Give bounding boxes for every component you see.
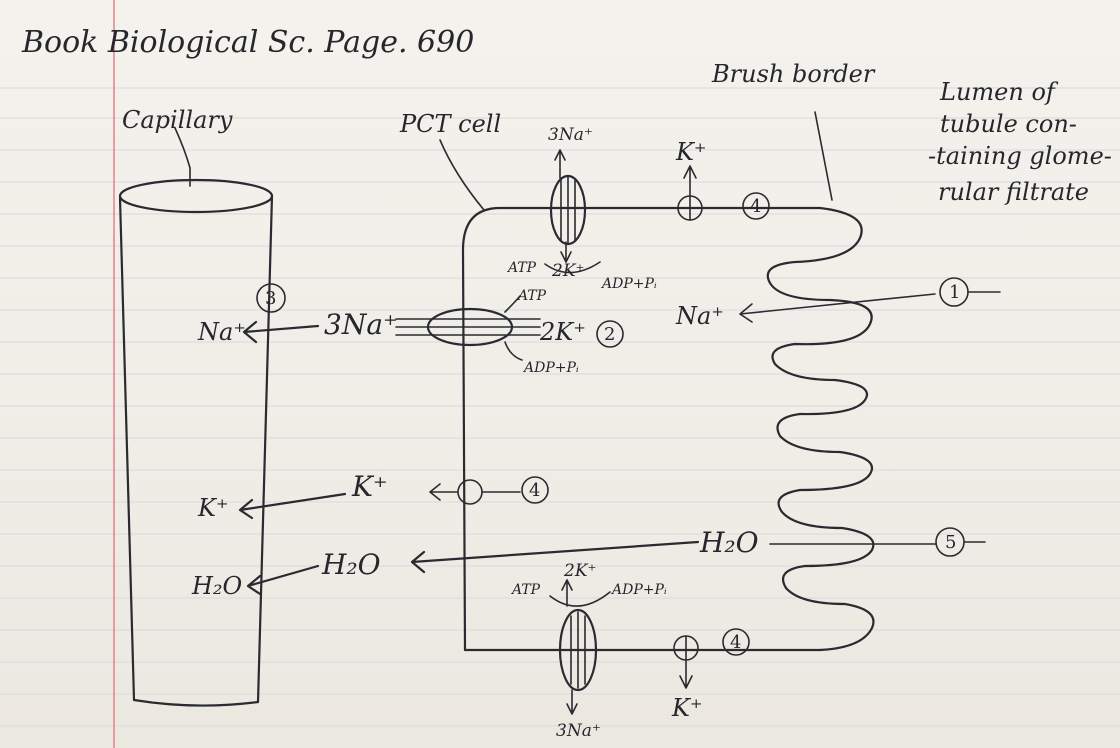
- lumen-h2o-label: H₂O: [699, 526, 759, 559]
- pump-atp-label: ATP: [516, 288, 547, 304]
- h2o-to-capillary-arrow: [248, 566, 318, 594]
- lumen-na-label: Na⁺: [675, 302, 724, 330]
- top-adp-label: ADP+Pᵢ: [600, 276, 657, 292]
- marker-2: 2: [604, 324, 615, 345]
- top-k-channel: [678, 166, 702, 220]
- marker-3: 3: [265, 288, 276, 309]
- capillary-na-label: Na⁺: [197, 318, 246, 346]
- marker-4-top: 4: [750, 196, 761, 217]
- bot-2k-label: 2K⁺: [563, 561, 597, 581]
- page-header: Book Biological Sc. Page. 690: [21, 25, 474, 60]
- bot-3na-label: 3Na⁺: [556, 721, 601, 741]
- pump-2k-label: 2K⁺: [539, 318, 586, 346]
- capillary-k-label: K⁺: [197, 494, 229, 522]
- brush-border-villi: [768, 208, 874, 650]
- mid-k-label: K⁺: [351, 470, 388, 503]
- bot-k-label: K⁺: [671, 694, 703, 722]
- marker-4-mid: 4: [529, 480, 540, 501]
- capillary: [120, 128, 272, 706]
- na-to-capillary-arrow: [244, 322, 318, 342]
- h2o-through-cell-arrow: [412, 542, 698, 572]
- capillary-label: Capillary: [122, 106, 233, 134]
- top-3na-label: 3Na⁺: [548, 125, 593, 145]
- svg-text:tubule con-: tubule con-: [940, 110, 1077, 138]
- brush-border-label: Brush border: [711, 60, 876, 88]
- top-k-label: K⁺: [675, 138, 707, 166]
- pump-adp-label: ADP+Pᵢ: [522, 360, 579, 376]
- mid-h2o-label: H₂O: [321, 548, 381, 581]
- basolateral-na-k-pump: [396, 296, 540, 360]
- pct-cell-label: PCT cell: [399, 110, 501, 138]
- mid-k-channel: [458, 480, 482, 504]
- bot-atp-label: ATP: [510, 582, 541, 598]
- 3na-label: 3Na⁺: [324, 308, 398, 341]
- bot-adp-label: ADP+Pᵢ: [610, 582, 667, 598]
- marker-4-bottom: 4: [730, 632, 741, 653]
- svg-text:rular filtrate: rular filtrate: [938, 178, 1089, 206]
- marker-5: 5: [945, 532, 956, 553]
- top-atp-label: ATP: [506, 260, 537, 276]
- lumen-label: Lumen of tubule con- -taining glome- rul…: [928, 78, 1112, 206]
- brush-border-pointer: [815, 112, 832, 200]
- apical-na-entry-arrow: [740, 294, 935, 322]
- svg-text:Lumen of: Lumen of: [939, 78, 1059, 106]
- capillary-h2o-label: H₂O: [191, 572, 243, 600]
- top-2k-label: 2K⁺: [551, 261, 585, 281]
- marker-1: 1: [949, 282, 960, 303]
- svg-text:-taining glome-: -taining glome-: [928, 142, 1112, 170]
- top-na-k-pump: [545, 150, 600, 273]
- k-to-capillary-arrow: [240, 494, 345, 518]
